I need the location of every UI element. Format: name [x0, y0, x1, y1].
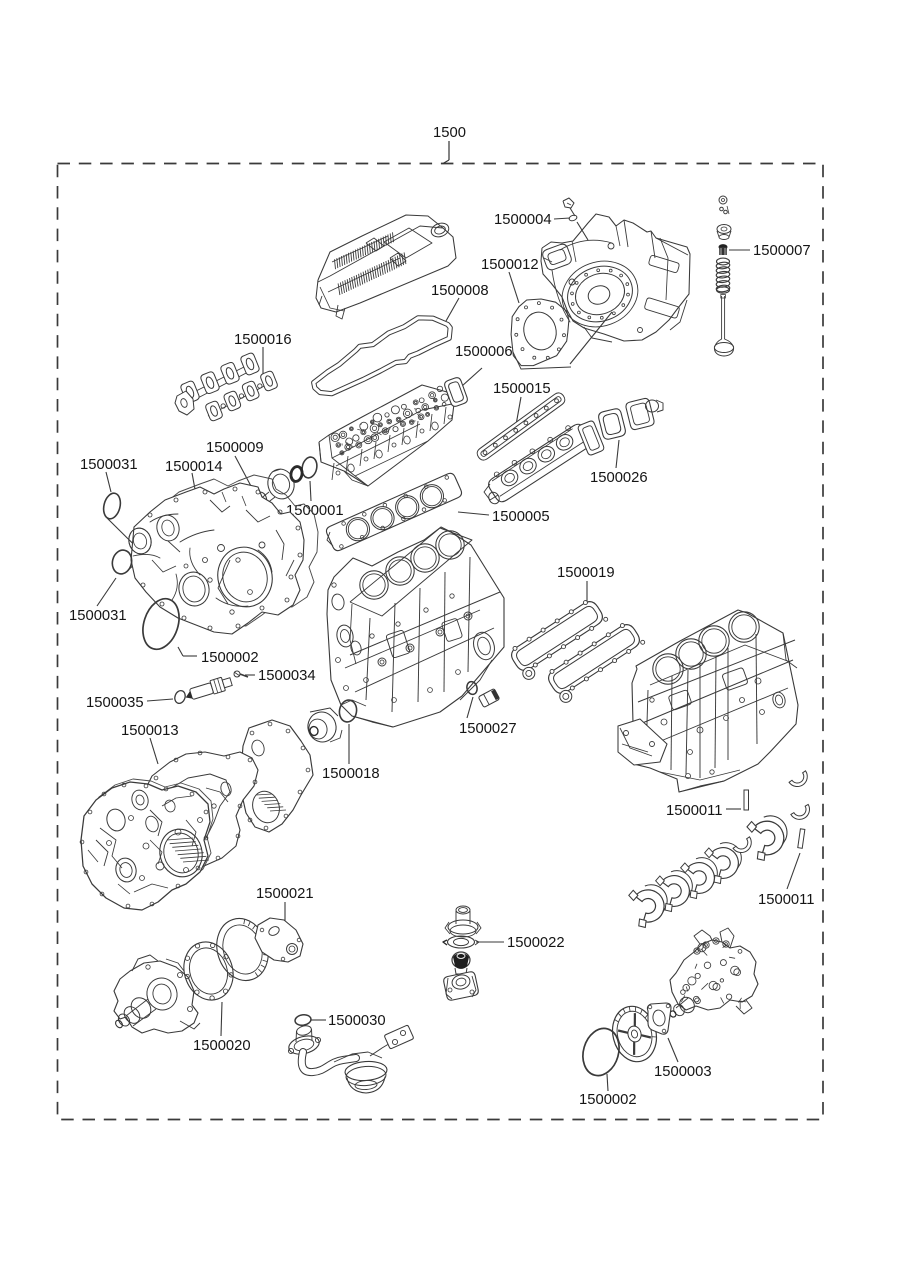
- svg-text:1500019: 1500019: [557, 565, 615, 581]
- svg-text:1500030: 1500030: [328, 1013, 386, 1029]
- svg-text:1500014: 1500014: [165, 459, 223, 475]
- svg-text:1500003: 1500003: [654, 1064, 712, 1080]
- svg-text:1500012: 1500012: [481, 257, 539, 273]
- svg-text:1500007: 1500007: [753, 243, 811, 259]
- svg-text:1500: 1500: [433, 125, 466, 141]
- svg-text:1500011: 1500011: [758, 892, 815, 908]
- svg-text:1500005: 1500005: [492, 509, 550, 525]
- svg-text:1500004: 1500004: [494, 212, 552, 228]
- svg-text:1500009: 1500009: [206, 440, 264, 456]
- svg-text:1500021: 1500021: [256, 886, 314, 902]
- svg-text:1500011: 1500011: [666, 803, 723, 819]
- svg-text:1500008: 1500008: [431, 283, 489, 299]
- svg-text:1500002: 1500002: [579, 1092, 637, 1108]
- svg-text:1500016: 1500016: [234, 332, 292, 348]
- svg-text:1500020: 1500020: [193, 1038, 251, 1054]
- svg-text:1500006: 1500006: [455, 344, 513, 360]
- svg-text:1500002: 1500002: [201, 650, 259, 666]
- svg-text:1500001: 1500001: [286, 503, 344, 519]
- svg-text:1500018: 1500018: [322, 766, 380, 782]
- svg-text:1500027: 1500027: [459, 721, 517, 737]
- svg-text:1500013: 1500013: [121, 723, 179, 739]
- svg-text:1500035: 1500035: [86, 695, 144, 711]
- svg-text:1500026: 1500026: [590, 470, 648, 486]
- svg-text:1500015: 1500015: [493, 381, 551, 397]
- svg-text:1500022: 1500022: [507, 935, 565, 951]
- svg-text:1500031: 1500031: [80, 457, 138, 473]
- svg-text:1500034: 1500034: [258, 668, 316, 684]
- svg-text:1500031: 1500031: [69, 608, 127, 624]
